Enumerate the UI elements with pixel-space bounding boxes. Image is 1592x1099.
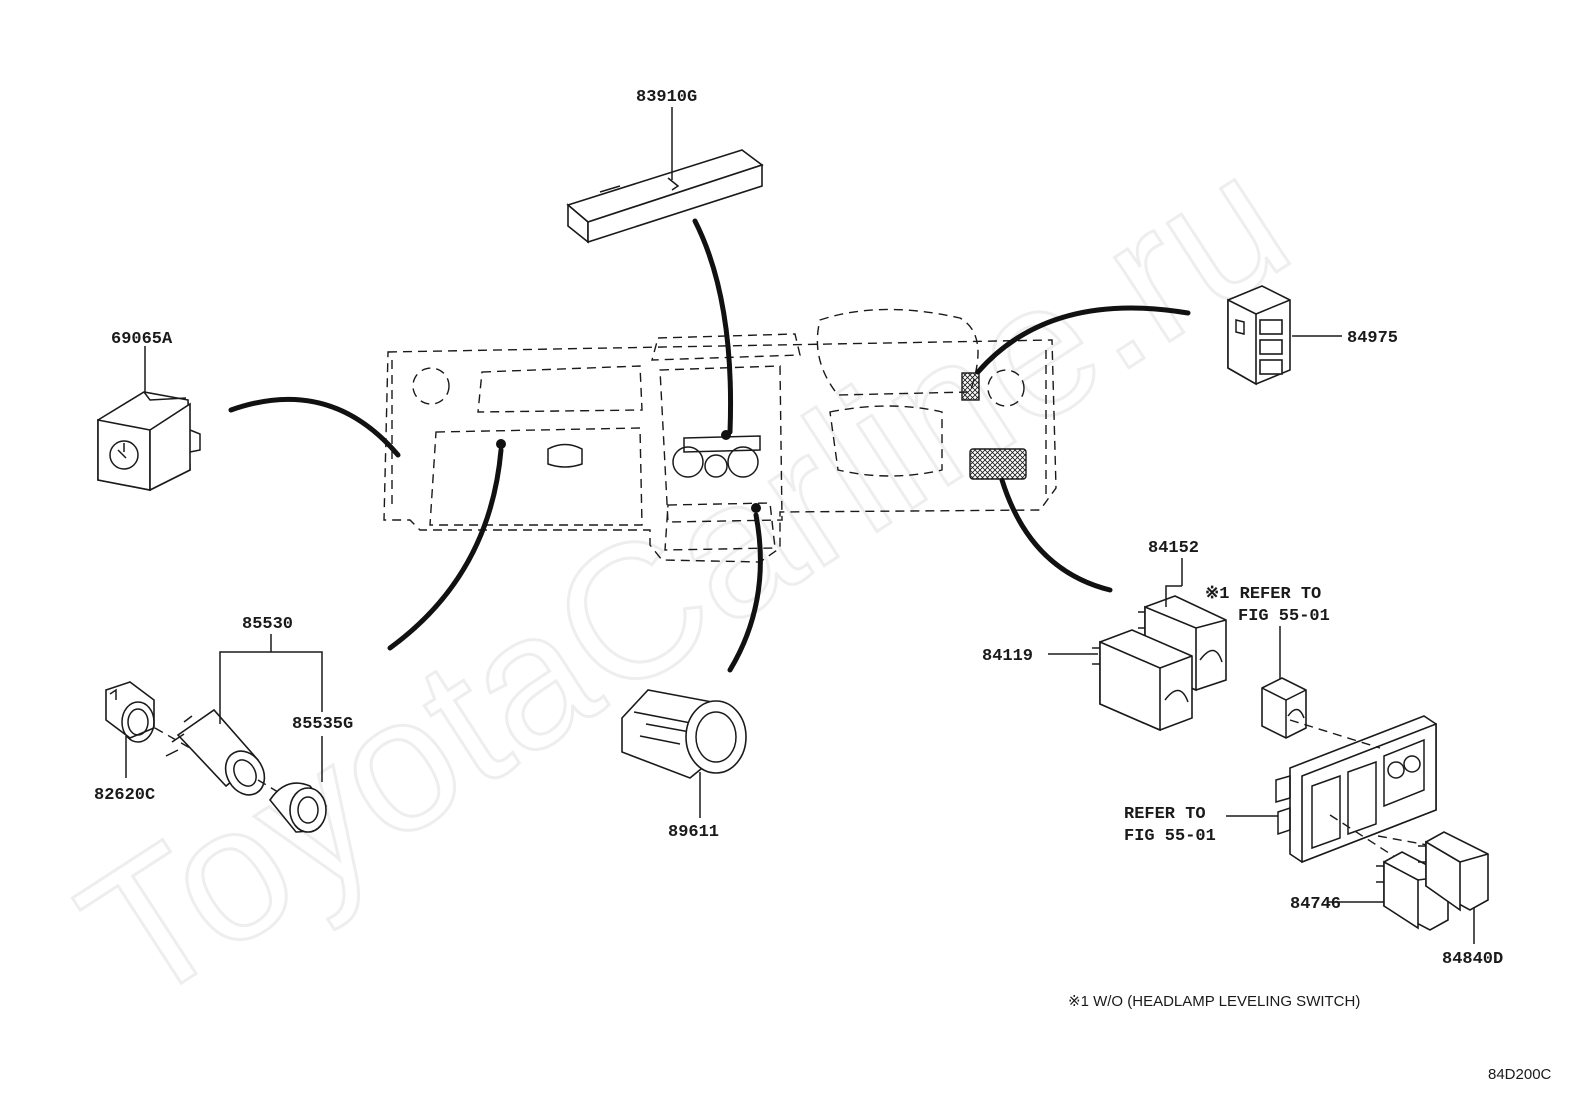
part-label-85535G: 85535G xyxy=(292,715,353,734)
part-82620C-drawing xyxy=(105,681,155,743)
mount-point-dot xyxy=(751,503,761,513)
headlamp-switch-drawing xyxy=(1261,677,1307,739)
switch-bezel-drawing xyxy=(1275,715,1437,864)
leader-curves xyxy=(228,218,1191,673)
part-85530-drawing xyxy=(165,708,266,796)
refer-top-line2: FIG 55-01 xyxy=(1238,607,1330,626)
part-84975-drawing xyxy=(1227,285,1291,386)
part-85535G-drawing xyxy=(269,782,327,833)
part-label-84746: 84746 xyxy=(1290,895,1341,914)
part-label-82620C: 82620C xyxy=(94,786,155,805)
part-label-83910G: 83910G xyxy=(636,88,697,107)
part-84840D-drawing xyxy=(1418,831,1489,912)
refer-left-line1: REFER TO xyxy=(1124,805,1206,824)
refer-left-line2: FIG 55-01 xyxy=(1124,827,1216,846)
figure-code: 84D200C xyxy=(1488,1066,1552,1083)
footnote: ※1 W/O (HEADLAMP LEVELING SWITCH) xyxy=(1068,993,1360,1010)
part-label-84840D: 84840D xyxy=(1442,950,1503,969)
part-label-84119: 84119 xyxy=(982,647,1033,666)
refer-top-line1: ※1 REFER TO xyxy=(1205,585,1321,604)
switch-mount-hatched-lower xyxy=(969,448,1027,480)
part-label-84152: 84152 xyxy=(1148,539,1199,558)
mount-point-dot xyxy=(496,439,506,449)
part-label-89611: 89611 xyxy=(668,823,719,842)
part-label-84975: 84975 xyxy=(1347,329,1398,348)
part-84119-drawing xyxy=(1092,629,1193,732)
part-89611-drawing xyxy=(621,689,747,779)
part-83910G-drawing xyxy=(566,149,764,244)
part-label-85530: 85530 xyxy=(242,615,293,634)
watermark: ToyotaCarline.ru xyxy=(47,113,1323,1044)
part-69065A-drawing xyxy=(97,391,201,492)
part-label-69065A: 69065A xyxy=(111,330,173,349)
switch-mount-hatched-upper xyxy=(961,372,980,401)
